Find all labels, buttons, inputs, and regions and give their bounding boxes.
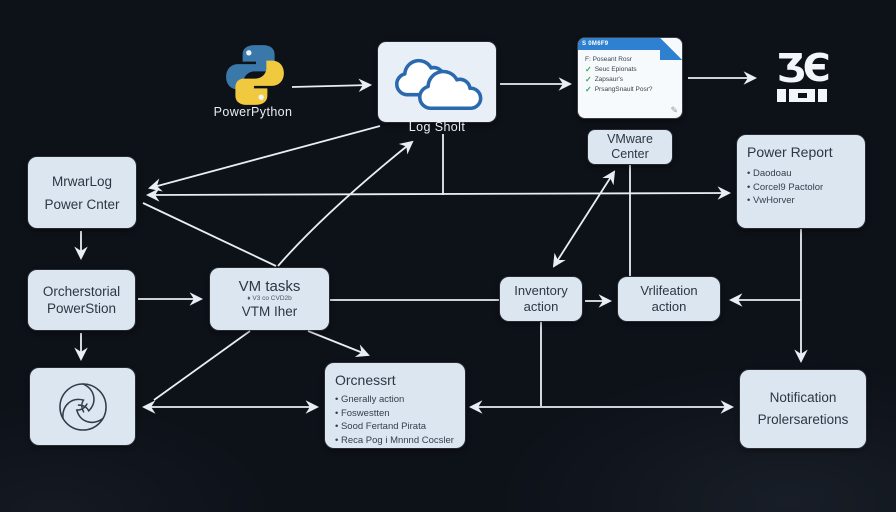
node-turbine [30, 368, 135, 445]
checklist-line: F: Poseant Rosr [585, 56, 632, 63]
check-icon: ✓ [585, 85, 592, 94]
cloud-label: Log Sholt [408, 120, 466, 134]
node-vmware-center: VMware Center [588, 130, 672, 164]
cloud-icon [395, 58, 483, 111]
power-report-bullet: Daodoau [747, 167, 792, 181]
python-logo-icon [226, 45, 284, 105]
line-vmtasks-to-turbine [153, 330, 251, 401]
orcnessrt-bullet: Gnerally action [335, 393, 404, 407]
brand-glyphs: ƷЄ [776, 46, 830, 90]
page-fold-icon [660, 38, 682, 60]
brand-bars-icon [777, 89, 827, 102]
orcnessrt-title: Orcnessrt [335, 372, 396, 388]
node-mrwar-log: MrwarLog Power Cnter [28, 157, 136, 228]
node-verification-action: Vrlifeation action [618, 277, 720, 321]
node-notification: Notification Prolersaretions [740, 370, 866, 448]
arrow-cloud-to-mrwar [148, 125, 381, 192]
node-orchestorial: Orcherstorial PowerStion [28, 270, 135, 330]
checklist-header-text: S 0M6F9 [582, 41, 609, 47]
node-orcnessrt: Orcnessrt Gnerally action Foswestten Soo… [325, 363, 465, 448]
power-report-bullet: VwHorver [747, 194, 795, 208]
arrow-vmtasks-to-orcnessrt [307, 330, 370, 358]
checklist-item: ✓ Zapsaur's [585, 75, 624, 84]
power-report-title: Power Report [747, 144, 833, 160]
checklist-item: ✓ PrsangSnault Posr? [585, 85, 653, 94]
check-icon: ✓ [585, 65, 592, 74]
brand-logo-icon: ƷЄ [764, 48, 840, 114]
line-mrwar-to-vmtasks [142, 202, 277, 267]
checklist-card: S 0M6F9 F: Poseant Rosr ✓ Seuc Epionats … [578, 38, 682, 118]
arrow-mrwar-powerreport [145, 186, 732, 202]
turbine-swirl-icon [58, 382, 107, 431]
cloud-node [378, 42, 496, 122]
arrow-vmware-inventory [552, 170, 616, 268]
node-power-report: Power Report Daodoau Corcel9 Pactolor Vw… [737, 135, 865, 228]
check-icon: ✓ [585, 75, 592, 84]
arrow-python-to-cloud [291, 78, 373, 93]
node-vm-tasks: VM tasks ♦ V3 co CVD2b VTM Iher [210, 268, 329, 330]
checklist-item: ✓ Seuc Epionats [585, 65, 637, 74]
power-report-bullet: Corcel9 Pactolor [747, 181, 823, 195]
orcnessrt-bullet: Reca Pog i Mnnnd Cocsler [335, 434, 454, 448]
orcnessrt-bullet: Foswestten [335, 407, 390, 421]
node-inventory-action: Inventory action [500, 277, 582, 321]
checklist-header: S 0M6F9 [578, 38, 682, 50]
arrow-vmtasks-to-cloud [277, 140, 414, 267]
orcnessrt-bullet: Sood Fertand Pirata [335, 420, 426, 434]
pencil-icon: ✎ [670, 105, 678, 115]
python-label: PowerPython [213, 105, 293, 119]
